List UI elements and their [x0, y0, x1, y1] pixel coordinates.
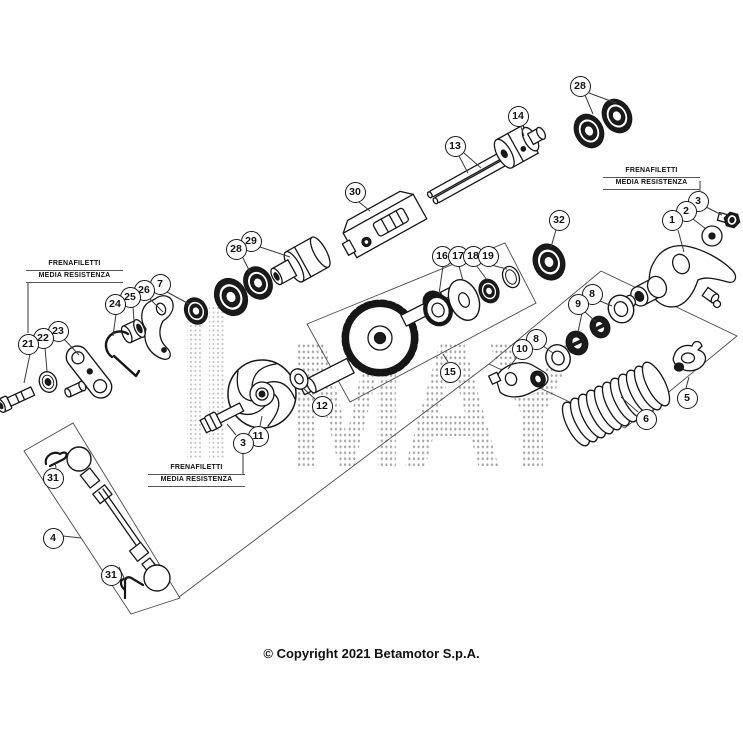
callout-5: 5	[676, 387, 698, 409]
part-bracket-30	[341, 190, 428, 259]
part-spring-24	[104, 330, 141, 378]
leader-lines	[23, 92, 723, 581]
part-plate-23	[64, 345, 113, 399]
callout-3: 3	[232, 432, 254, 454]
group-box-rod	[23, 422, 181, 615]
part-washer-12	[289, 368, 309, 390]
part-seal-7	[179, 293, 213, 329]
part-pump-shaft-29	[270, 236, 331, 286]
part-coupler-14	[493, 124, 547, 169]
part-bolt-3b	[199, 402, 245, 434]
callout-1: 1	[661, 209, 683, 231]
part-plate-26	[141, 295, 174, 360]
part-washer-17	[447, 279, 481, 321]
part-impeller-11	[227, 359, 297, 429]
callout-28: 28	[569, 75, 591, 97]
part-fork-1	[624, 244, 737, 309]
group-connector-line	[178, 363, 490, 598]
callout-32: 32	[548, 209, 570, 231]
callout-10: 10	[511, 338, 533, 360]
callout-30: 30	[344, 181, 366, 203]
part-rods-13	[426, 147, 518, 205]
callout-14: 14	[507, 105, 529, 127]
part-pawl-10	[488, 361, 549, 398]
part-bushing-25	[120, 318, 146, 344]
part-clip-31a	[44, 451, 68, 468]
group-boxes	[23, 242, 738, 615]
part-bearing-28a	[567, 93, 639, 154]
copyright-text: © Copyright 2021 Betamotor S.p.A.	[263, 646, 480, 661]
part-latch-5	[672, 340, 707, 372]
callout-31: 31	[100, 564, 122, 586]
callout-24: 24	[104, 293, 126, 315]
group-box-shifter	[488, 270, 738, 429]
part-washer-8b	[545, 344, 571, 372]
part-washer-22	[38, 371, 58, 393]
part-washer-2	[701, 225, 723, 247]
part-bearing-32	[526, 238, 572, 286]
callout-21: 21	[17, 333, 39, 355]
callout-15: 15	[439, 361, 461, 383]
part-toothed-washer-16	[423, 293, 453, 327]
part-rod-4	[66, 446, 171, 592]
callout-31: 31	[42, 467, 64, 489]
callout-4: 4	[42, 527, 64, 549]
callout-28: 28	[225, 238, 247, 260]
part-spring-6	[561, 361, 671, 447]
callout-12: 12	[311, 395, 333, 417]
part-bolt-21	[0, 386, 36, 414]
callout-9: 9	[567, 293, 589, 315]
part-bolt-3r	[716, 211, 741, 229]
callout-6: 6	[635, 408, 657, 430]
part-washer-8a	[607, 294, 635, 324]
part-clip-31b	[119, 576, 145, 600]
callout-13: 13	[444, 135, 466, 157]
callout-19: 19	[477, 245, 499, 267]
